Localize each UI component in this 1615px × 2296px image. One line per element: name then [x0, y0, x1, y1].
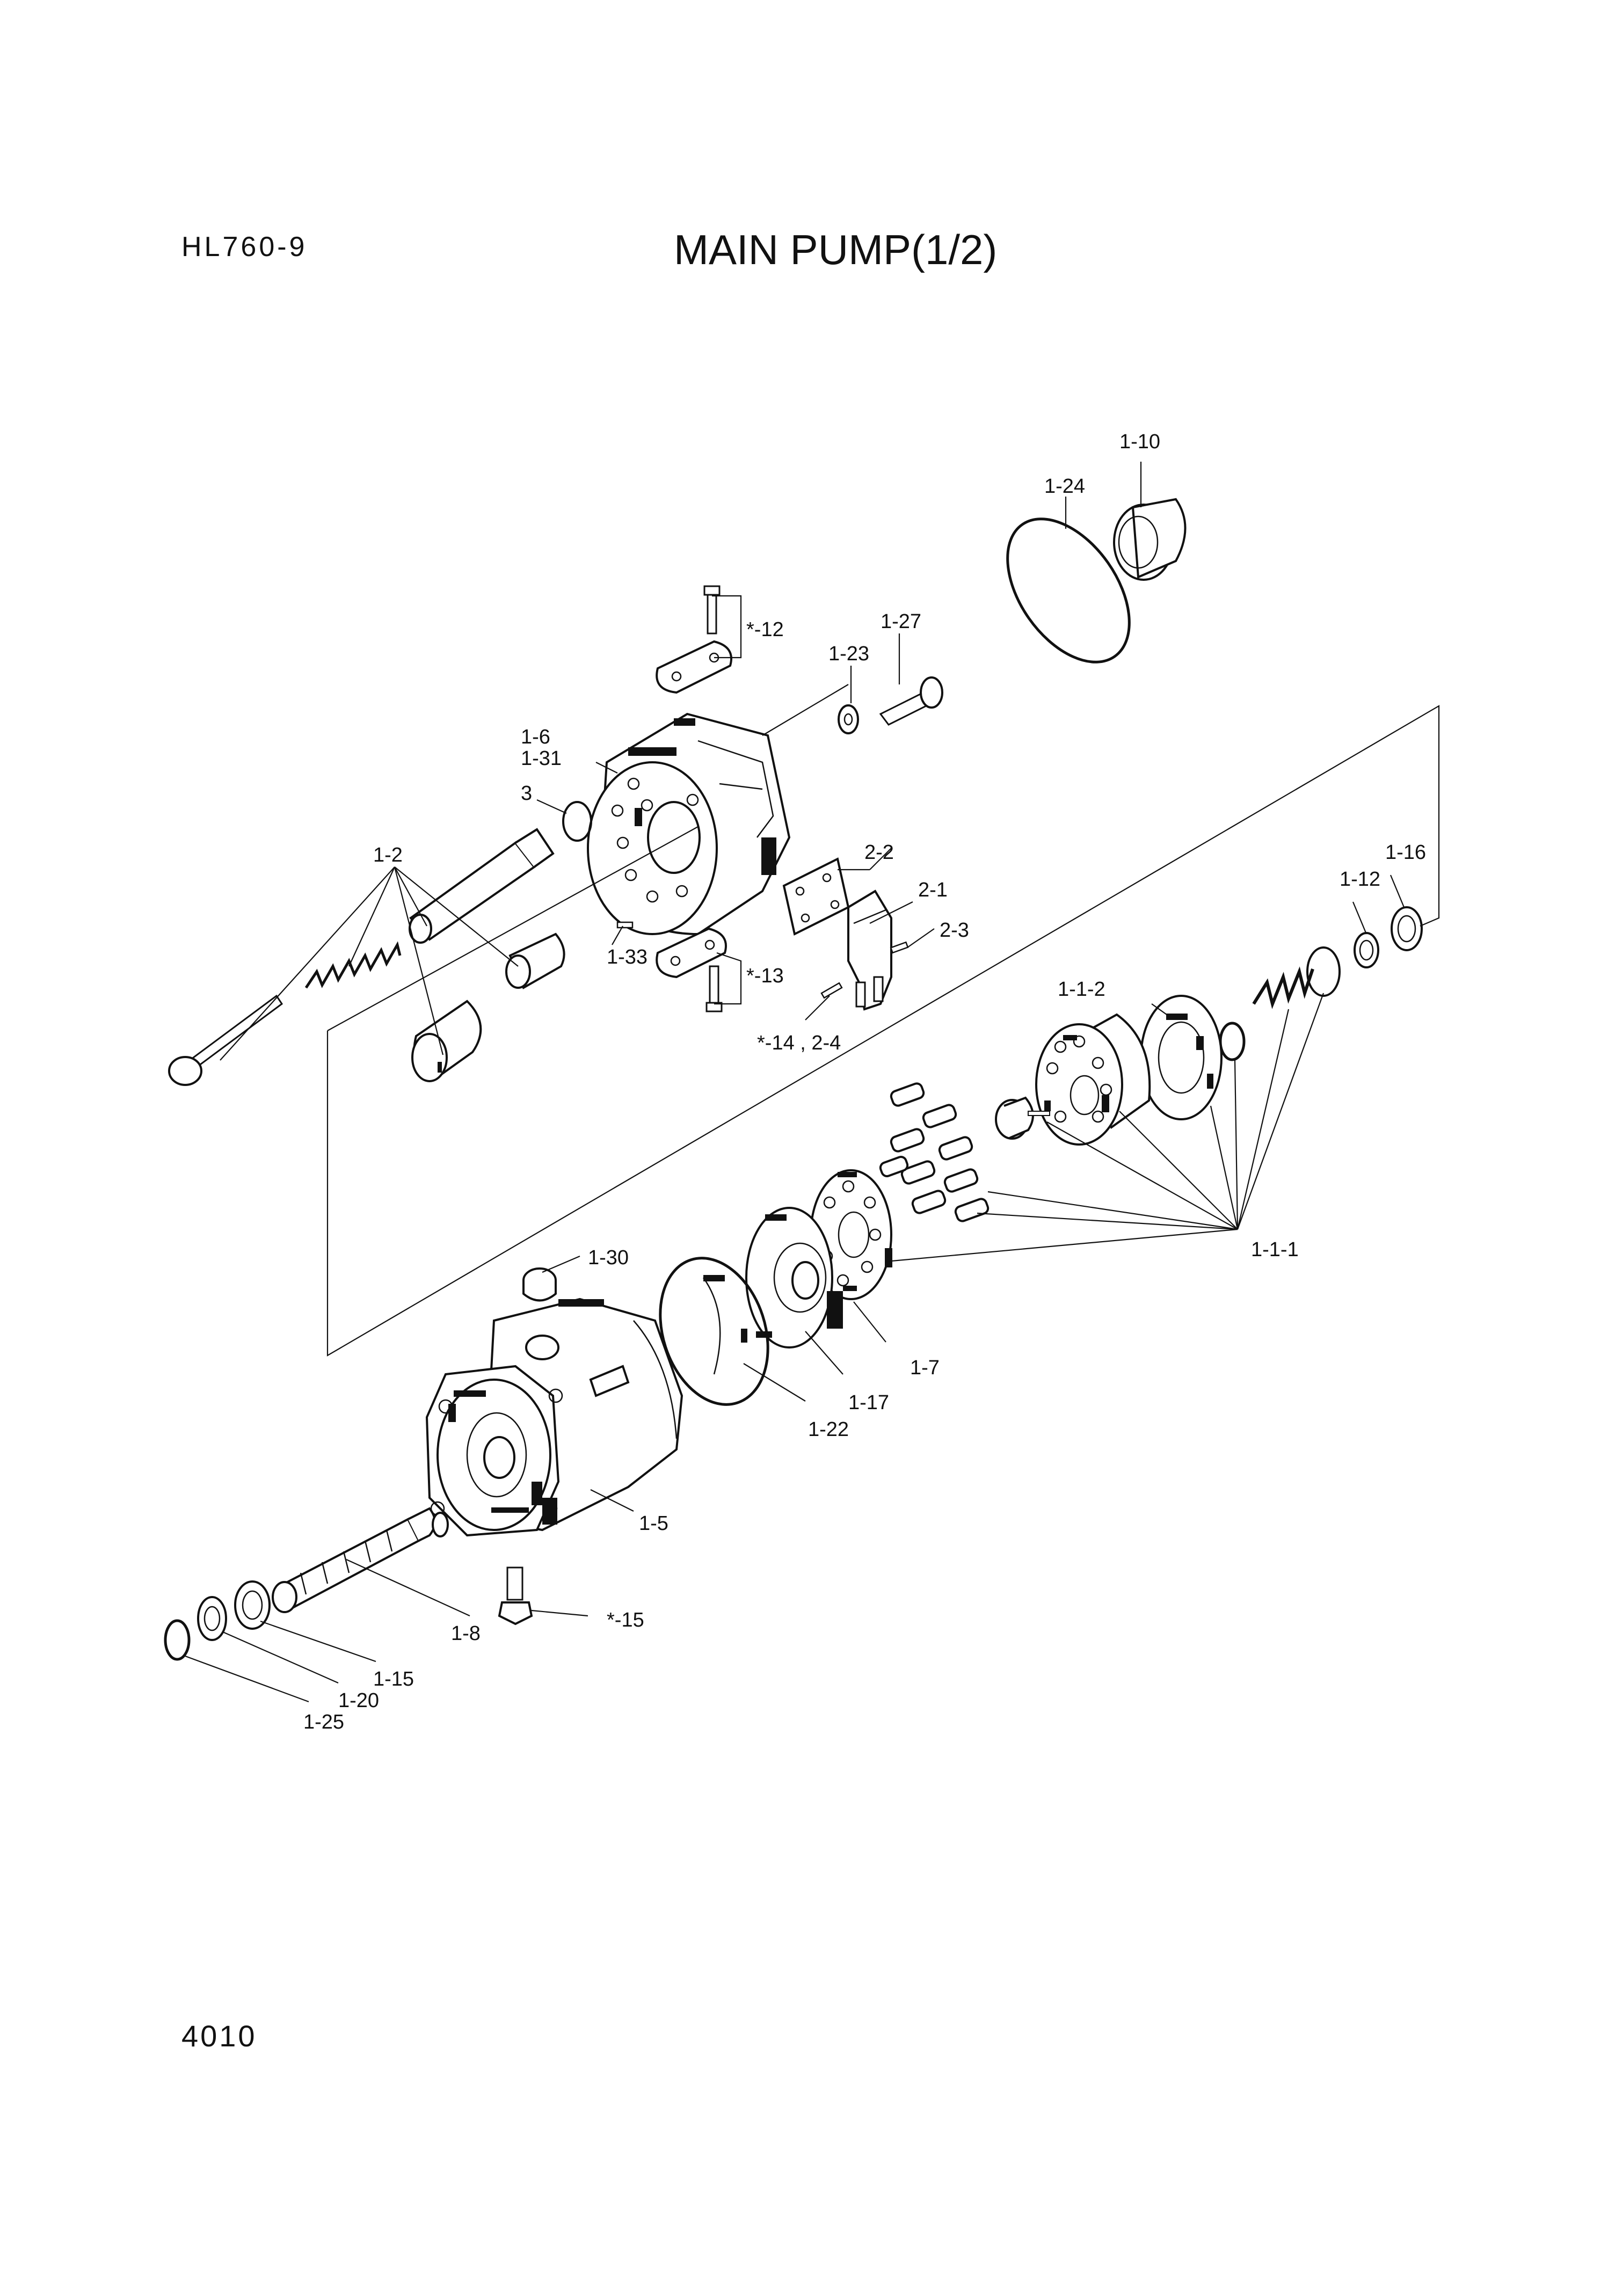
spacer-1-12[interactable]	[1354, 932, 1379, 968]
pin-1-33[interactable]	[616, 921, 634, 929]
label-1-20: 1-20	[338, 1689, 379, 1712]
label-2-3: 2-3	[940, 919, 969, 942]
coupling-1-10[interactable]	[1113, 498, 1187, 581]
callout-labels: 1-10 1-24 1-27 1-23 *-12 1-6 1-31 3 1-2 …	[303, 431, 1426, 1733]
page-title: MAIN PUMP(1/2)	[674, 226, 998, 273]
label-15: *-15	[607, 1609, 644, 1631]
label-1-30: 1-30	[588, 1247, 629, 1269]
label-1-12: 1-12	[1340, 868, 1380, 891]
washer-1-23[interactable]	[838, 704, 859, 734]
spring-1-1-1[interactable]	[1252, 966, 1314, 1009]
model-code: HL760-9	[181, 231, 308, 263]
label-1-16: 1-16	[1385, 841, 1426, 864]
label-1-6: 1-6	[521, 726, 550, 748]
label-1-7: 1-7	[910, 1357, 940, 1379]
spring-1-2[interactable]	[304, 941, 402, 989]
o-ring-1-1-1[interactable]	[1306, 946, 1341, 997]
cylinder-block-1-1-1[interactable]	[1035, 1013, 1151, 1146]
plug-1-30[interactable]	[522, 1267, 557, 1302]
label-1-23: 1-23	[828, 643, 869, 665]
leader-lines	[185, 462, 1405, 1703]
valve-plate-1-1-2[interactable]	[1140, 995, 1223, 1120]
washer-1-20[interactable]	[197, 1596, 227, 1641]
pin-14-2-4[interactable]	[820, 982, 843, 999]
label-1-22: 1-22	[808, 1418, 849, 1441]
valve-block-1-6[interactable]	[587, 712, 791, 936]
label-1-1-2: 1-1-2	[1058, 978, 1105, 1001]
bolt-1-27[interactable]	[879, 676, 943, 726]
o-ring-1-24[interactable]	[983, 497, 1154, 684]
cylinder-sleeve-1-2[interactable]	[411, 1000, 482, 1082]
rod-1-2[interactable]	[168, 994, 283, 1086]
bearing-1-15[interactable]	[234, 1580, 271, 1630]
screw-2-3[interactable]	[890, 941, 909, 954]
label-2-2: 2-2	[864, 841, 894, 864]
label-1-10: 1-10	[1119, 431, 1160, 453]
label-1-8: 1-8	[451, 1622, 481, 1645]
spline-bushing[interactable]	[995, 1096, 1050, 1140]
swash-plate-1-17[interactable]	[745, 1207, 843, 1349]
label-1-1-1: 1-1-1	[1251, 1238, 1299, 1261]
label-1-31: 1-31	[521, 747, 562, 770]
piston-shoe-set[interactable]	[879, 1082, 990, 1223]
snap-ring-1-25[interactable]	[164, 1619, 191, 1661]
retainer-ring-1-1-1[interactable]	[1219, 1022, 1246, 1061]
label-1-27: 1-27	[881, 610, 921, 633]
port-cover-plate-12[interactable]	[656, 585, 732, 694]
label-2-1: 2-1	[918, 879, 948, 901]
label-1-5: 1-5	[639, 1512, 668, 1535]
page-number: 4010	[181, 2019, 257, 2053]
label-12: *-12	[746, 618, 784, 641]
regulator-valve-2-1[interactable]	[847, 890, 892, 1011]
label-1-17: 1-17	[848, 1391, 889, 1414]
label-14-2-4: *-14 , 2-4	[757, 1032, 841, 1054]
bolt-15[interactable]	[498, 1566, 533, 1626]
servo-piston-1-2[interactable]	[409, 828, 555, 944]
label-1-2: 1-2	[373, 844, 403, 866]
drive-shaft-1-8[interactable]	[272, 1507, 449, 1613]
assembly-bracket-lines	[326, 684, 1440, 1357]
label-13: *-13	[746, 965, 784, 987]
bearing-1-16[interactable]	[1391, 906, 1423, 951]
stopper-1-2[interactable]	[505, 932, 565, 989]
o-ring-3[interactable]	[562, 801, 592, 842]
label-1-25: 1-25	[303, 1711, 344, 1733]
label-3: 3	[521, 782, 532, 805]
label-1-24: 1-24	[1044, 475, 1085, 498]
port-cover-plate-13[interactable]	[656, 927, 727, 1012]
label-1-33: 1-33	[607, 946, 648, 968]
pump-housing-1-5[interactable]	[425, 1298, 683, 1537]
label-1-15: 1-15	[373, 1668, 414, 1690]
